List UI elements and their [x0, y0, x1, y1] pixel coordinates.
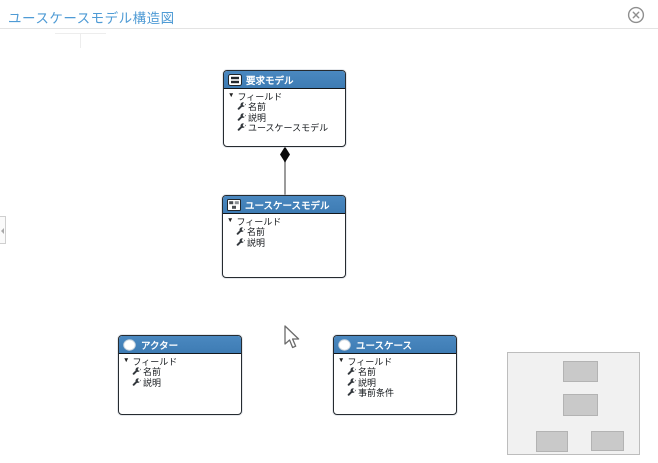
close-icon[interactable] [627, 6, 645, 24]
node-header[interactable]: アクター [119, 336, 241, 354]
wrench-icon [237, 123, 246, 132]
wrench-icon [132, 378, 141, 387]
composition-diamond-icon [280, 146, 290, 163]
wrench-icon [236, 238, 245, 247]
minimap-panel[interactable] [507, 352, 640, 455]
field-row[interactable]: 説明 [226, 237, 343, 248]
fields-group-row[interactable]: ▼ フィールド [122, 356, 239, 367]
node-header[interactable]: 要求モデル [224, 71, 345, 89]
titlebar: ユースケースモデル構造図 [0, 0, 658, 29]
fields-group-label: フィールド [236, 216, 282, 227]
field-label: 説明 [247, 237, 266, 248]
minimap-node [563, 394, 598, 416]
wrench-icon [347, 388, 356, 397]
field-label: 事前条件 [358, 388, 395, 399]
node-requirement-model[interactable]: 要求モデル ▼ フィールド 名前 説明 ユースケースモデル [223, 70, 346, 147]
wrench-icon [132, 367, 141, 376]
field-label: 名前 [248, 102, 267, 113]
field-label: 名前 [247, 227, 266, 238]
minimap-node [591, 431, 624, 451]
field-label: ユースケースモデル [248, 123, 329, 134]
field-row[interactable]: 事前条件 [337, 388, 454, 399]
fields-group-label: フィールド [347, 356, 393, 367]
field-label: 説明 [358, 377, 377, 388]
collapse-arrow-icon[interactable]: ▼ [338, 357, 345, 364]
field-row[interactable]: 名前 [337, 367, 454, 378]
actor-icon [123, 338, 137, 351]
fields-group-label: フィールド [132, 356, 178, 367]
field-row[interactable]: 説明 [227, 112, 343, 123]
node-title: ユースケースモデル [245, 200, 330, 212]
node-body: ▼ フィールド 名前 説明 ユースケースモデル [224, 89, 345, 134]
node-usecase[interactable]: ユースケース ▼ フィールド 名前 説明 事前条件 [333, 335, 457, 415]
minimap-node [536, 431, 568, 452]
collapse-arrow-icon[interactable]: ▼ [227, 217, 234, 224]
node-body: ▼ フィールド 名前 説明 [119, 354, 241, 388]
wrench-icon [237, 102, 246, 111]
field-row[interactable]: 名前 [226, 227, 343, 238]
field-row[interactable]: 名前 [122, 367, 239, 378]
requirement-model-icon [228, 73, 242, 86]
collapse-arrow-icon[interactable]: ▼ [123, 357, 130, 364]
node-header[interactable]: ユースケースモデル [223, 196, 345, 214]
field-label: 説明 [143, 377, 162, 388]
page-title: ユースケースモデル構造図 [8, 11, 175, 26]
fields-group-row[interactable]: ▼ フィールド [337, 356, 454, 367]
node-usecase-model[interactable]: ユースケースモデル ▼ フィールド 名前 説明 [222, 195, 346, 278]
collapse-arrow-icon[interactable]: ▼ [228, 92, 235, 99]
node-title: アクター [141, 340, 179, 352]
node-title: ユースケース [356, 340, 413, 352]
field-label: 説明 [248, 112, 267, 123]
node-actor[interactable]: アクター ▼ フィールド 名前 説明 [118, 335, 242, 415]
mouse-cursor-icon [284, 325, 300, 349]
usecase-icon [338, 338, 352, 351]
usecase-model-icon [227, 198, 241, 211]
wrench-icon [347, 378, 356, 387]
wrench-icon [236, 227, 245, 236]
field-row[interactable]: 名前 [227, 102, 343, 113]
node-body: ▼ フィールド 名前 説明 事前条件 [334, 354, 456, 399]
field-row[interactable]: 説明 [122, 377, 239, 388]
guide-line-vertical [80, 33, 81, 48]
field-label: 名前 [358, 367, 377, 378]
fields-group-row[interactable]: ▼ フィールド [226, 216, 343, 227]
minimap-node [563, 361, 598, 382]
connector-line[interactable] [284, 158, 286, 195]
field-row[interactable]: 説明 [337, 377, 454, 388]
field-row[interactable]: ユースケースモデル [227, 123, 343, 134]
node-body: ▼ フィールド 名前 説明 [223, 214, 345, 248]
wrench-icon [347, 367, 356, 376]
fields-group-row[interactable]: ▼ フィールド [227, 91, 343, 102]
node-title: 要求モデル [246, 75, 294, 87]
field-label: 名前 [143, 367, 162, 378]
fields-group-label: フィールド [237, 91, 283, 102]
panel-collapse-handle[interactable] [0, 216, 6, 244]
node-header[interactable]: ユースケース [334, 336, 456, 354]
wrench-icon [237, 113, 246, 122]
